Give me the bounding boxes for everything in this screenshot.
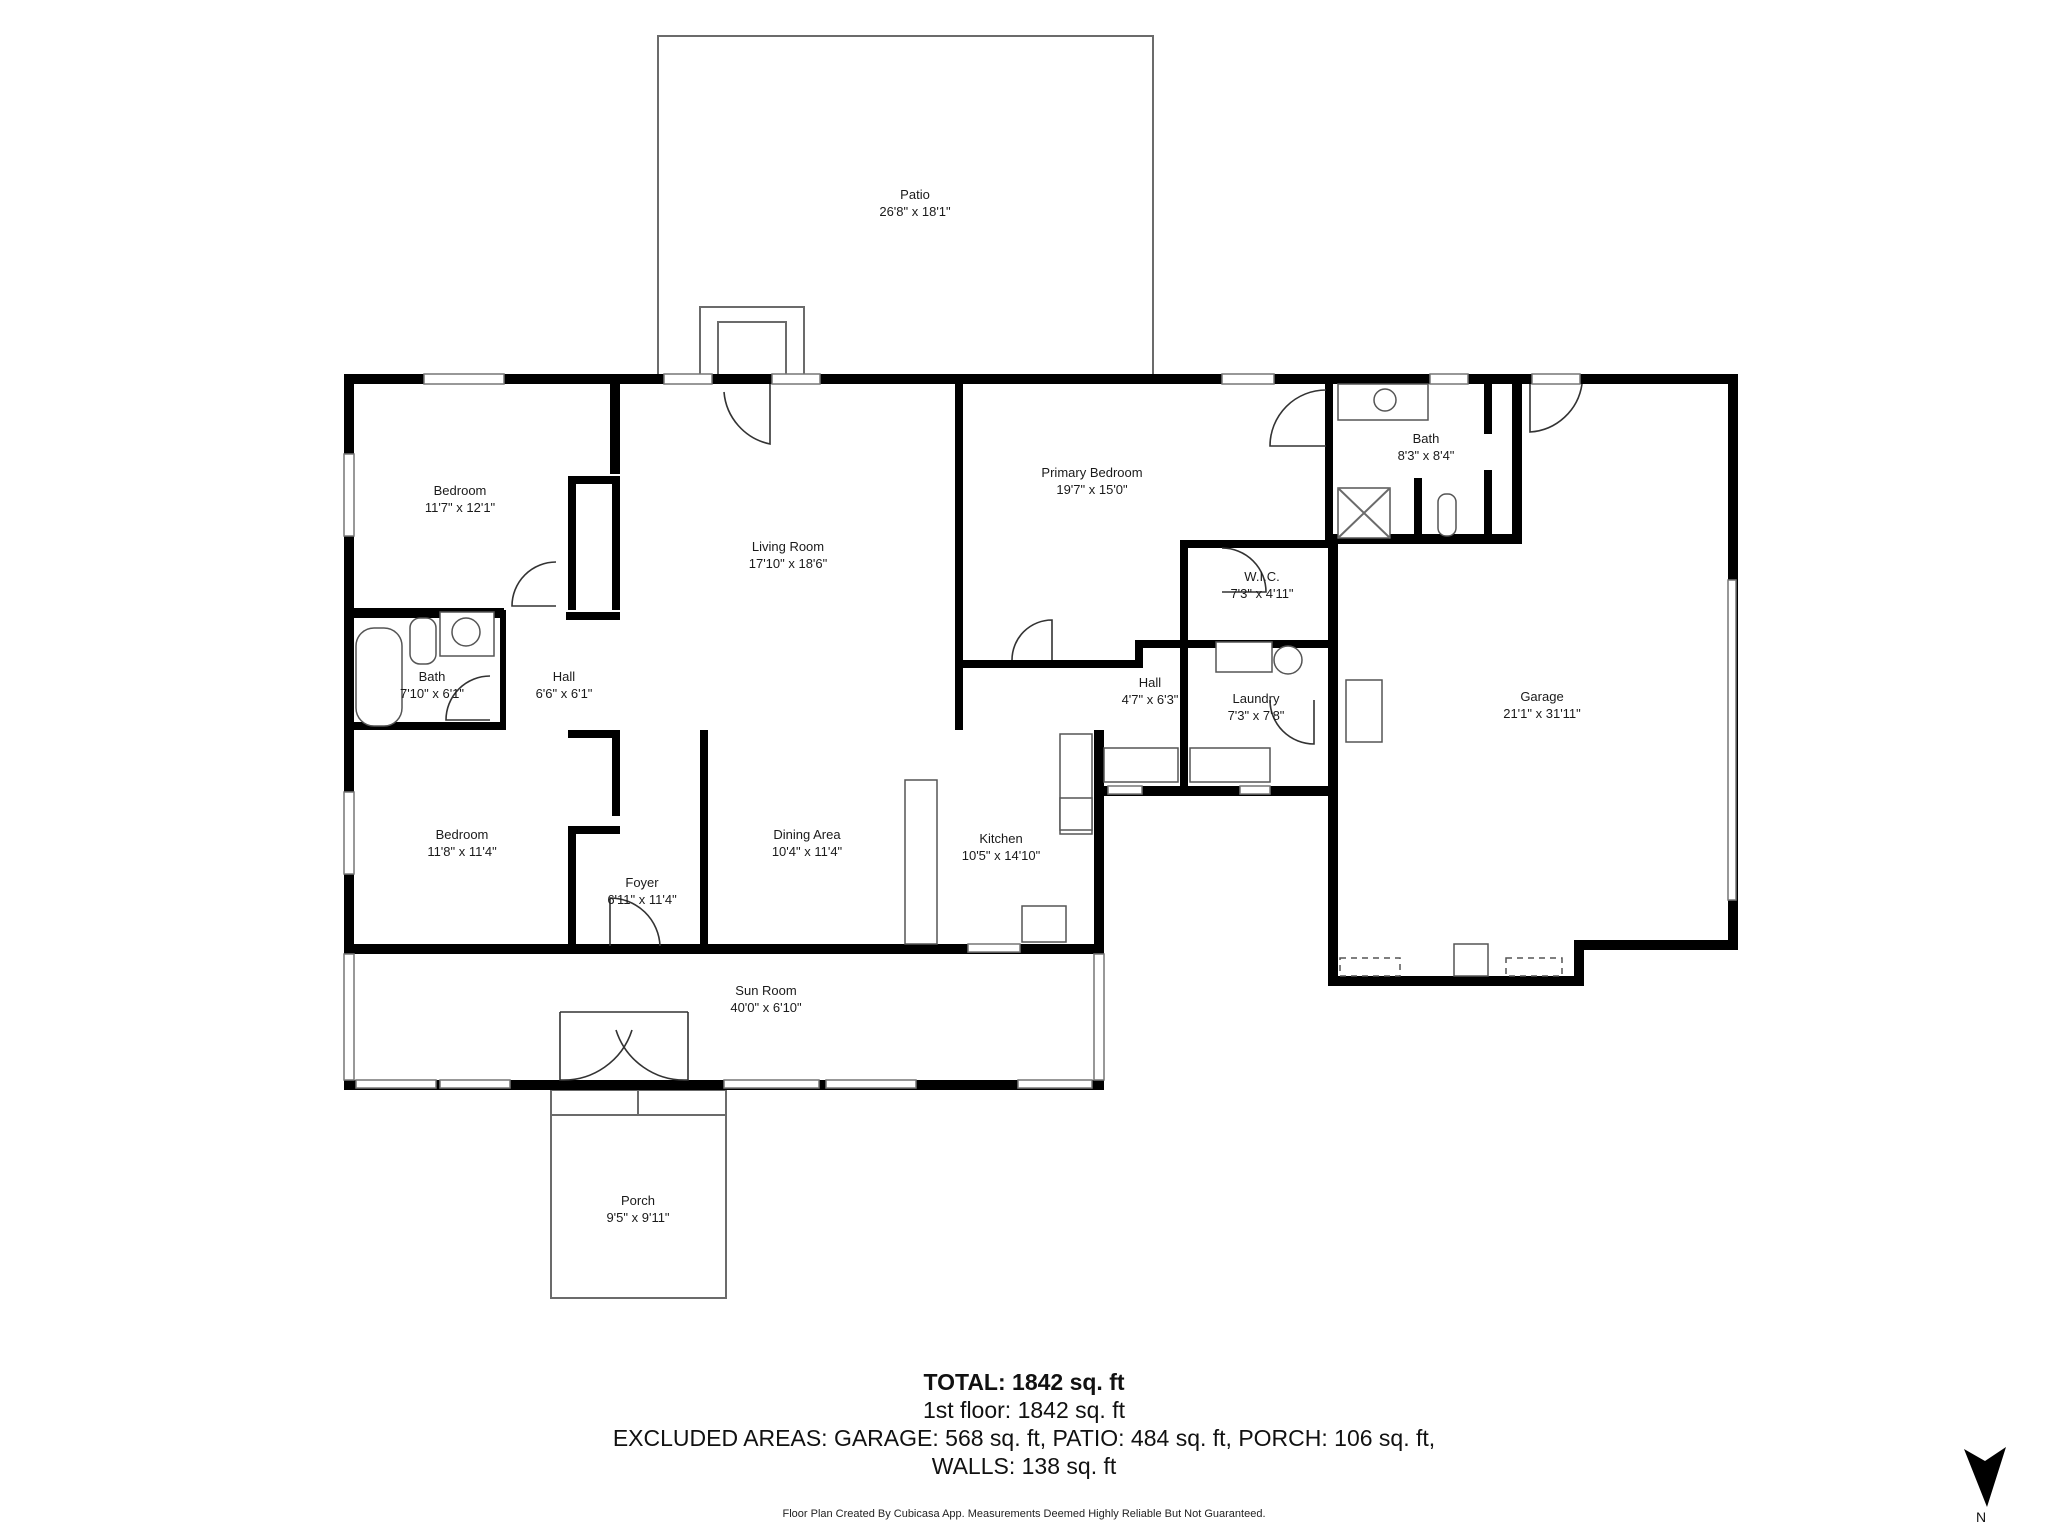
room-label-sun-room: Sun Room 40'0" x 6'10" [730,982,801,1016]
room-dimensions: 7'3" x 7'8" [1227,708,1285,723]
room-dimensions: 21'1" x 31'11" [1503,706,1581,721]
room-dimensions: 6'6" x 6'1" [535,686,593,701]
room-dimensions: 11'7" x 12'1" [424,500,496,515]
room-label-wic: W.I.C. 7'3" x 4'11" [1230,568,1293,602]
room-name: Foyer [625,875,659,890]
room-dimensions: 40'0" x 6'10" [730,1000,802,1015]
credit-note: Floor Plan Created By Cubicasa App. Meas… [782,1508,1266,1520]
room-name: Bedroom [433,483,487,498]
room-label-primary-bedroom: Primary Bedroom 19'7" x 15'0" [1041,464,1142,498]
room-name: Bath [1412,431,1440,446]
room-name: Hall [552,669,576,684]
room-label-bedroom-sw: Bedroom 11'8" x 11'4" [427,826,496,860]
room-label-hall-east: Hall 4'7" x 6'3" [1122,674,1179,708]
room-name: Kitchen [979,831,1023,846]
room-name: Porch [621,1193,655,1208]
room-name: Primary Bedroom [1041,465,1143,480]
room-label-kitchen: Kitchen 10'5" x 14'10" [962,830,1041,864]
room-label-living-room: Living Room 17'10" x 18'6" [749,538,828,572]
room-name: Living Room [751,539,825,554]
north-arrow-icon [1964,1447,2006,1507]
room-label-porch: Porch 9'5" x 9'11" [606,1192,669,1226]
room-dimensions: 7'3" x 4'11" [1230,586,1294,601]
room-label-hall-west: Hall 6'6" x 6'1" [536,668,593,702]
room-dimensions: 7'10" x 6'1" [399,686,465,701]
area-summary: TOTAL: 1842 sq. ft 1st floor: 1842 sq. f… [0,1368,2048,1480]
fireplace [699,306,805,376]
room-dimensions: 4'7" x 6'3" [1121,692,1179,707]
room-label-foyer: Foyer 6'11" x 11'4" [607,874,676,908]
room-label-garage: Garage 21'1" x 31'11" [1503,688,1581,722]
room-dimensions: 6'11" x 11'4" [607,892,677,907]
room-name: Laundry [1232,691,1280,706]
room-name: Bedroom [435,827,489,842]
total-area: TOTAL: 1842 sq. ft [923,1369,1125,1395]
fixtures [355,383,1563,977]
room-dimensions: 10'4" x 11'4" [771,844,843,859]
room-label-dining-area: Dining Area 10'4" x 11'4" [772,826,842,860]
room-name: Bath [418,669,446,684]
room-name: Sun Room [735,983,797,998]
room-dimensions: 8'3" x 8'4" [1397,448,1455,463]
compass: N [1960,1445,2010,1525]
walls-area: WALLS: 138 sq. ft [931,1453,1117,1479]
room-label-patio: Patio 26'8" x 18'1" [879,186,950,220]
room-name: Patio [900,187,930,202]
room-dimensions: 17'10" x 18'6" [748,556,828,571]
room-name: W.I.C. [1244,569,1280,584]
room-dimensions: 19'7" x 15'0" [1056,482,1128,497]
room-name: Hall [1138,675,1162,690]
room-name: Dining Area [773,827,841,842]
room-dimensions: 9'5" x 9'11" [606,1210,670,1225]
door-swings [445,383,1583,1081]
room-label-bedroom-ne: Bedroom 11'7" x 12'1" [425,482,495,516]
room-dimensions: 26'8" x 18'1" [879,204,951,219]
interior-walls [344,384,1522,946]
room-dimensions: 11'8" x 11'4" [427,844,497,859]
first-floor-area: 1st floor: 1842 sq. ft [922,1397,1125,1423]
room-label-primary-bath: Bath 8'3" x 8'4" [1398,430,1455,464]
room-name: Garage [1520,689,1564,704]
room-dimensions: 10'5" x 14'10" [961,848,1041,863]
room-label-bath: Bath 7'10" x 6'1" [400,668,464,702]
room-label-laundry: Laundry 7'3" x 7'8" [1228,690,1285,724]
compass-label: N [1976,1509,1987,1525]
windows [343,373,1737,1089]
excluded-areas: EXCLUDED AREAS: GARAGE: 568 sq. ft, PATI… [612,1425,1436,1451]
